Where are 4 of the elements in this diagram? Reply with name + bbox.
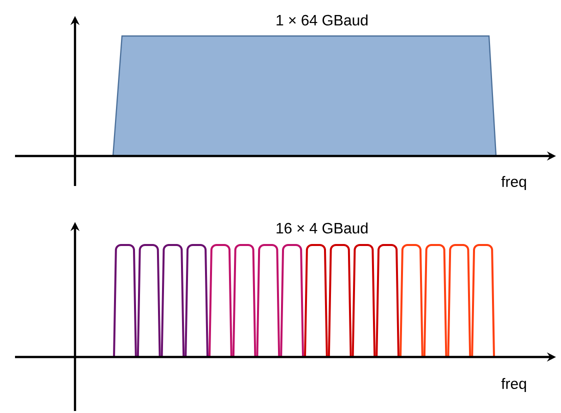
axis-label: freq	[501, 378, 526, 392]
bandwidth-label: 16 × 4 GBaud	[276, 222, 368, 234]
axis-label: freq	[501, 176, 526, 190]
bandwidth-label: 1 × 64 GBaud	[276, 14, 368, 26]
